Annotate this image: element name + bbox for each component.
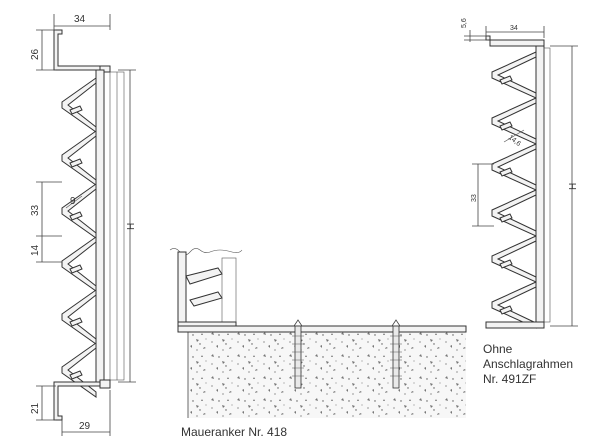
right-blades (491, 51, 537, 329)
dim-left-top-width: 34 (74, 14, 86, 25)
louver-blade-hook (499, 167, 513, 177)
left-bottom-frame-profile (53, 381, 101, 421)
louver-blade (61, 289, 97, 345)
dim-left-bottom-height: 21 (30, 402, 41, 414)
louver-blade-hook (499, 75, 513, 85)
right-caption: Ohne Anschlagrahmen Nr. 491ZF (483, 342, 573, 387)
louver-blade-hook (499, 259, 513, 269)
anchor-cover-plate (177, 325, 467, 333)
left-frame-body (95, 69, 105, 383)
louver-blade-hook (69, 317, 83, 327)
anchor-detail (169, 248, 467, 418)
louver-blade-hook (499, 121, 513, 131)
louver-blade (491, 189, 537, 237)
louver-blade-hook (69, 105, 83, 115)
dim-right-height: H (568, 183, 579, 190)
dim-right-top-offset: 5,6 (461, 18, 468, 28)
louver-blade (61, 77, 97, 133)
anchor-caption: Maueranker Nr. 418 (181, 425, 288, 439)
louver-blade (61, 236, 97, 292)
right-caption-line-1: Ohne (483, 342, 513, 356)
dim-left-bottom-width: 29 (79, 421, 91, 432)
louver-blade (491, 235, 537, 283)
dim-left-pitch: 33 (30, 204, 41, 216)
louver-blade (491, 281, 537, 329)
dim-left-top-height: 26 (30, 48, 41, 60)
louver-blade-hook (69, 158, 83, 168)
anchor-dowel-left (292, 319, 304, 389)
louver-blade (61, 342, 97, 398)
dim-right-top-width: 34 (510, 25, 518, 32)
dim-left-blade-height: 14 (30, 244, 41, 256)
louver-blade-hook (499, 305, 513, 315)
louver-blade (61, 183, 97, 239)
dim-left-height: H (126, 223, 137, 230)
dim-right-pitch: 33 (471, 194, 478, 202)
right-caption-line-2: Anschlagrahmen (483, 357, 574, 371)
dim-left-angle-depth: 9 (70, 196, 76, 207)
louver-blade (491, 97, 537, 145)
louver-blade-hook (69, 370, 83, 380)
anchor-dowel-right (390, 319, 402, 389)
louver-blade (491, 143, 537, 191)
right-top-frame-profile (485, 35, 545, 47)
left-blades (61, 77, 97, 398)
right-louver-section: 34 5,6 33 14,6 H (461, 18, 579, 329)
right-caption-line-3: Nr. 491ZF (483, 372, 537, 386)
left-top-frame-profile (53, 29, 101, 71)
louver-blade-hook (499, 213, 513, 223)
concrete-wall (188, 332, 466, 418)
louver-blade (491, 51, 537, 99)
louver-blade-hook (69, 211, 83, 221)
louver-blade-hook (69, 264, 83, 274)
louver-blade (61, 130, 97, 186)
left-louver-section: 34 26 33 14 9 H 21 29 (30, 14, 137, 436)
